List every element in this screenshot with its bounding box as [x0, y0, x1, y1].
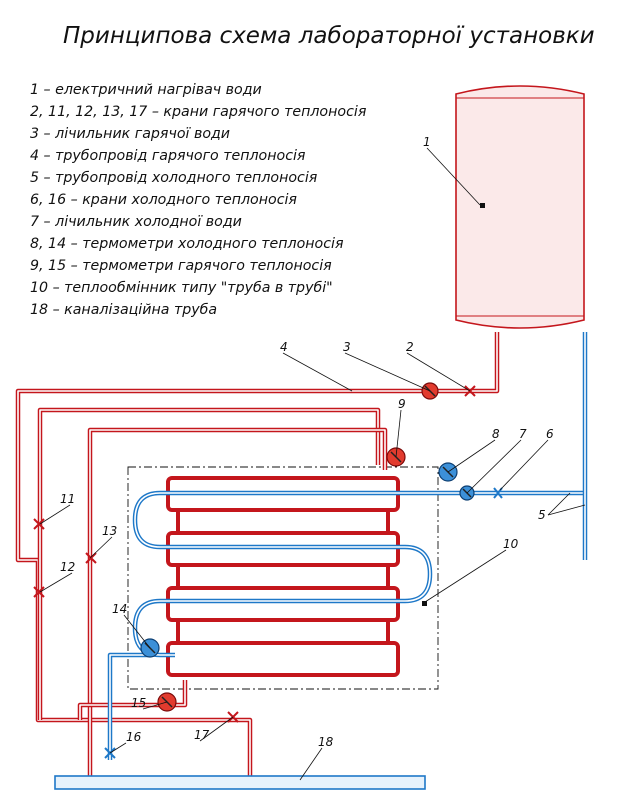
legend-item: 3 – лічильник гарячої води: [30, 126, 230, 142]
callout-17: 17: [194, 728, 210, 742]
callout-1: 1: [423, 135, 431, 149]
callout-3: 3: [343, 340, 351, 354]
legend-item: 9, 15 – термометри гарячого теплоносія: [30, 258, 332, 274]
callout-15: 15: [131, 696, 146, 710]
legend-item: 5 – трубопровід холодного теплоносія: [30, 170, 318, 186]
callout-7: 7: [519, 427, 527, 441]
callout-18: 18: [318, 735, 334, 749]
legend-item: 4 – трубопровід гарячого теплоносія: [30, 148, 306, 164]
callout-8: 8: [492, 427, 500, 441]
diagram-title: Принципова схема лабораторної установки: [63, 23, 595, 49]
callout-labels: 1 2 3 4 5 6 7 8 9 10 11 12 13 14 15 16 1…: [60, 135, 554, 749]
legend-item: 7 – лічильник холодної води: [30, 214, 242, 230]
callout-4: 4: [280, 340, 288, 354]
callout-12: 12: [60, 560, 75, 574]
electric-water-heater: [455, 85, 585, 329]
callout-10: 10: [503, 537, 519, 551]
legend-item: 18 – каналізаційна труба: [30, 302, 217, 318]
callout-13: 13: [102, 524, 117, 538]
callout-9: 9: [398, 397, 406, 411]
hot-water-pipeline: [15, 332, 500, 780]
legend-item: 10 – теплообмінник типу "труба в трубі": [30, 280, 333, 296]
callout-6: 6: [546, 427, 554, 441]
legend-item: 6, 16 – крани холодного теплоносія: [30, 192, 297, 208]
legend-item: 8, 14 – термометри холодного теплоносія: [30, 236, 344, 252]
legend-item: 1 – електричний нагрівач води: [30, 82, 262, 98]
heat-exchanger-boundary: [127, 466, 439, 690]
callout-2: 2: [406, 340, 414, 354]
sewer-pipe: [54, 775, 426, 790]
callout-11: 11: [60, 492, 75, 506]
legend: 1 – електричний нагрівач води 2, 11, 12,…: [30, 82, 367, 318]
cold-water-coil: [107, 332, 588, 760]
legend-item: 2, 11, 12, 13, 17 – крани гарячого тепло…: [30, 104, 367, 120]
callout-16: 16: [126, 730, 142, 744]
heat-exchanger-shell: [166, 476, 400, 677]
callout-14: 14: [112, 602, 127, 616]
leader-lines: [39, 147, 586, 781]
callout-5: 5: [538, 508, 546, 522]
